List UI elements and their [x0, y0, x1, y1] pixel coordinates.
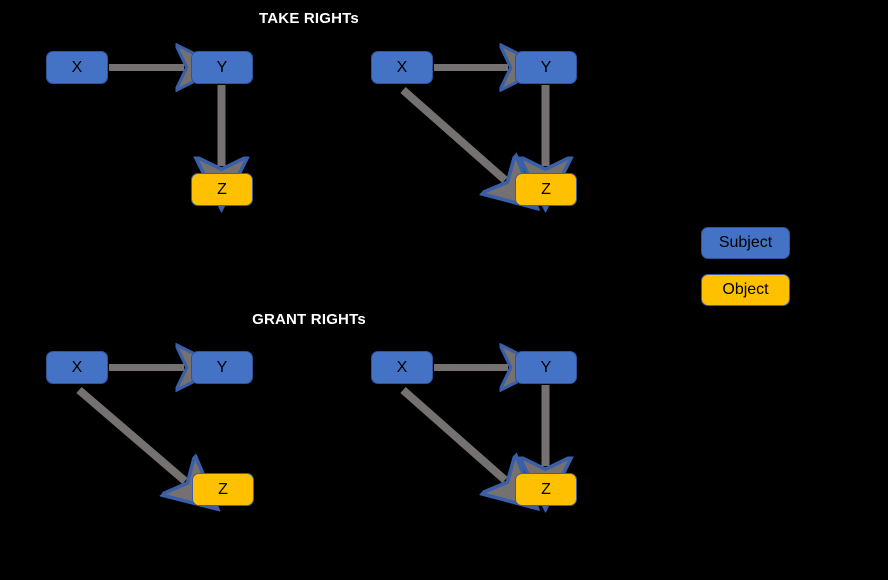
node-take-right-x[interactable]: X	[371, 51, 433, 84]
edge-take-right-x-to-z	[400, 87, 505, 180]
edge-grant-right-x-to-z	[400, 387, 505, 480]
node-take-left-y[interactable]: Y	[191, 51, 253, 84]
edge-grant-left-x-to-z	[76, 386, 185, 481]
node-take-right-z[interactable]: Z	[515, 173, 577, 206]
node-grant-left-x[interactable]: X	[46, 351, 108, 384]
node-grant-left-y[interactable]: Y	[191, 351, 253, 384]
node-take-right-y[interactable]: Y	[515, 51, 577, 84]
section-title-grant: GRANT RIGHTs	[252, 311, 366, 328]
section-title-take: TAKE RIGHTs	[259, 10, 359, 27]
node-take-left-z[interactable]: Z	[191, 173, 253, 206]
legend-item-subject[interactable]: Subject	[701, 227, 790, 259]
node-grant-left-z[interactable]: Z	[192, 473, 254, 506]
node-take-left-x[interactable]: X	[46, 51, 108, 84]
legend-item-object[interactable]: Object	[701, 274, 790, 306]
node-grant-right-x[interactable]: X	[371, 351, 433, 384]
node-grant-right-z[interactable]: Z	[515, 473, 577, 506]
node-grant-right-y[interactable]: Y	[515, 351, 577, 384]
